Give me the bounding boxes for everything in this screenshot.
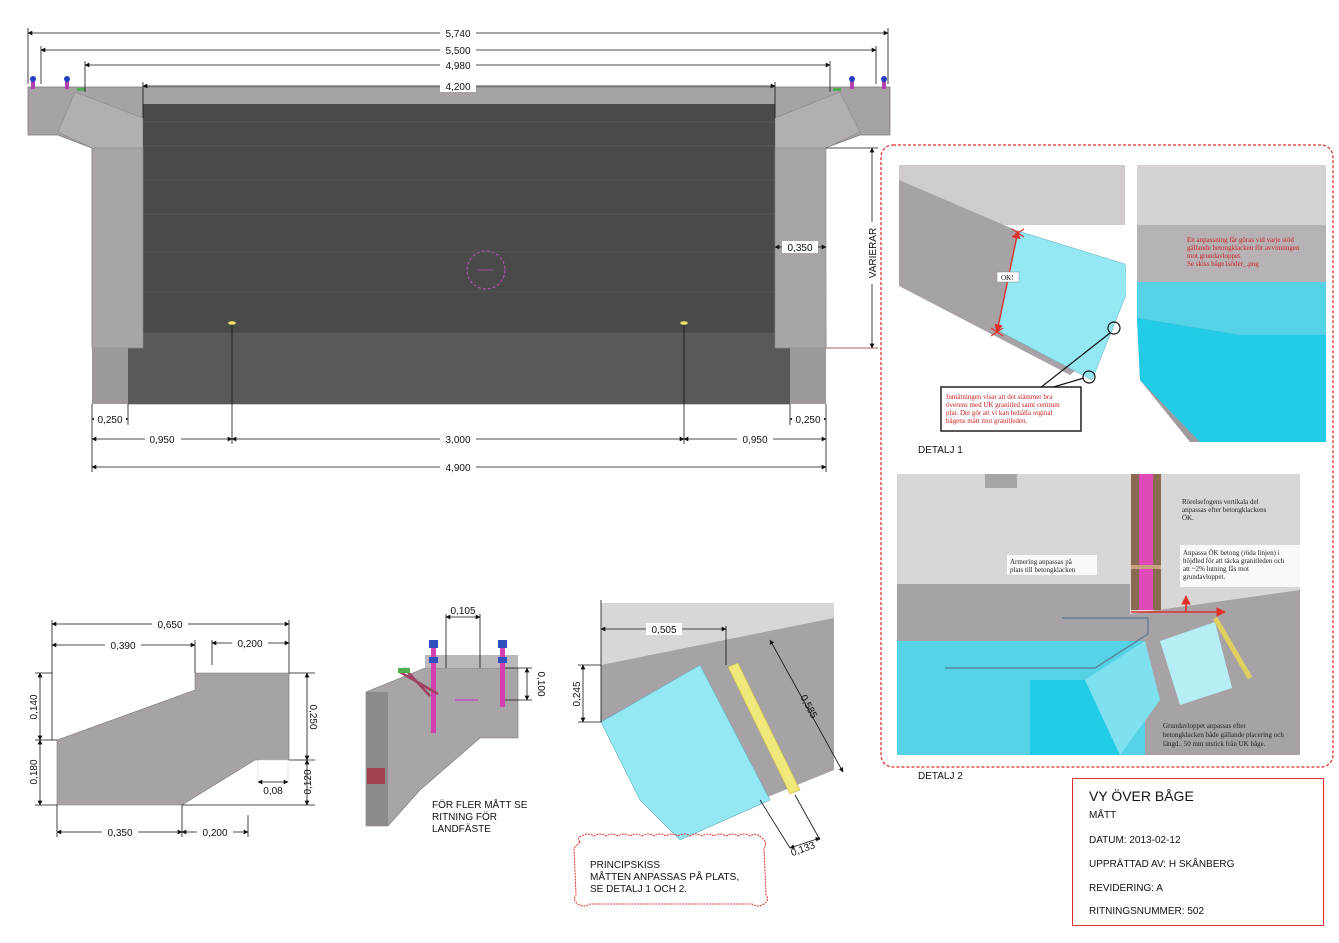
- dim-0105: 0,105: [450, 606, 475, 617]
- detail1-label: DETALJ 1: [918, 445, 963, 456]
- dim-4200: 4,200: [445, 82, 470, 93]
- dim-5500: 5,500: [445, 46, 470, 57]
- detail-cloud-border: [880, 144, 1334, 768]
- dim-0950-right: 0,950: [742, 435, 767, 446]
- detail1-note-top-3: mot grundavloppet.: [1187, 252, 1242, 260]
- title-block-subtitle: MÅTT: [1089, 810, 1117, 821]
- detail1-note-box-4: bågens mått mot granitleden.: [946, 417, 1028, 425]
- cross-section: 0,650 0,390 0,200 0,140 0,180 0,250 0,12…: [29, 618, 318, 839]
- detail2-note-concrete-2: höjdled för att täcka granitleden och: [1183, 557, 1285, 565]
- detail2-note-concrete-1: Anpassa ÖK betong (röda linjen) i: [1183, 549, 1280, 557]
- principle-sketch: 0,505 0,245 0,585 0,133 PRINCIPSKISS MÅT…: [572, 600, 844, 907]
- dim-0505: 0,505: [651, 625, 676, 636]
- detail2-note-joint-2: anpassas efter betongklackens: [1182, 506, 1267, 514]
- dim-0200-top: 0,200: [237, 639, 262, 650]
- title-block-author: UPPRÄTTAD AV: H SKÅNBERG: [1089, 859, 1235, 870]
- detail2-note-concrete-4: grundavloppet.: [1183, 573, 1225, 581]
- dim-3000: 3,000: [445, 435, 470, 446]
- detail2-note-rebar-2: plats till betongklacken: [1010, 566, 1076, 574]
- principle-note-2: MÅTTEN ANPASSAS PÅ PLATS,: [590, 870, 739, 883]
- title-block-title: VY ÖVER BÅGE: [1089, 788, 1194, 804]
- dim-0950-left: 0,950: [149, 435, 174, 446]
- principle-note-3: SE DETALJ 1 OCH 2.: [590, 884, 687, 895]
- dim-0250: 0,250: [307, 704, 318, 729]
- dim-0245: 0,245: [572, 681, 583, 706]
- dim-5740: 5,740: [445, 29, 470, 40]
- detail1-note-top-2: gällande betongklacken för avvinningen: [1187, 244, 1300, 252]
- dim-0350: 0,350: [107, 828, 132, 839]
- dim-0350-side: 0,350: [787, 243, 812, 254]
- detail1-note-box-3: plat. Det gör att vi kan behålla orginal: [946, 409, 1052, 417]
- detail2-note-concrete-3: att ~2% lutning fås mot: [1183, 565, 1249, 573]
- principle-note-1: PRINCIPSKISS: [590, 860, 660, 871]
- title-block-date: DATUM: 2013-02-12: [1089, 835, 1181, 846]
- dim-0180: 0,180: [29, 759, 40, 784]
- detail1-note-top-4: Se skiss båge1söder_.png: [1187, 260, 1259, 268]
- detail2-note-drain-3: längd.. 50 mm utstick från UK båge.: [1163, 740, 1266, 748]
- title-block-revision: REVIDERING: A: [1089, 883, 1163, 894]
- dim-4900: 4,900: [445, 463, 470, 474]
- detail2-label: DETALJ 2: [918, 771, 963, 782]
- detail2-note-drain-1: Grundavloppet anpassas efter: [1163, 722, 1246, 730]
- detail2-note-joint-3: ÖK.: [1182, 514, 1194, 522]
- detail1-note-box-1: Inmätningen visar att det stämmer bra: [946, 393, 1053, 401]
- dim-4980: 4,980: [445, 61, 470, 72]
- dim-0650: 0,650: [157, 620, 182, 631]
- dim-008: 0,08: [263, 786, 283, 797]
- detail1-ok-label: OK!: [1001, 274, 1013, 282]
- dim-0133: 0,133: [790, 840, 818, 859]
- detail2-note-joint-1: Rörelsefogens vertikala del: [1182, 498, 1259, 506]
- dim-0390: 0,390: [110, 641, 135, 652]
- main-elevation: 5,740 5,500 4,980 4,200 0,350 VARIERAR: [27, 26, 891, 474]
- detail2-note-drain-2: betongklacken både gällande placering oc…: [1163, 731, 1284, 739]
- small-detail-note-3: LANDFÄSTE: [432, 823, 491, 835]
- small-detail-note-1: FÖR FLER MÅTT SE: [432, 798, 528, 811]
- dim-0250-left: 0,250: [97, 415, 122, 426]
- dim-0140: 0,140: [29, 694, 40, 719]
- small-detail: 0,105 0,100 FÖR FLER MÅTT SE RITNING FÖR…: [365, 606, 546, 835]
- dim-varierar: VARIERAR: [868, 228, 879, 278]
- dim-0100: 0,100: [535, 671, 546, 696]
- title-block: VY ÖVER BÅGE MÅTT DATUM: 2013-02-12 UPPR…: [1072, 778, 1324, 926]
- small-detail-note-2: RITNING FÖR: [432, 811, 497, 823]
- dim-0250-right: 0,250: [795, 415, 820, 426]
- detail1-note-box-2: överens med UK granitled samt centrum: [946, 401, 1060, 409]
- title-block-drawing-number: RITNINGSNUMMER: 502: [1089, 906, 1205, 917]
- railing-post-icon: [30, 76, 887, 89]
- detail-1: OK! En anpassning får göras vid varje st…: [899, 165, 1326, 456]
- dim-0200-bottom: 0,200: [202, 828, 227, 839]
- detail2-note-rebar-1: Armering anpassas på: [1010, 558, 1073, 566]
- dim-0120: 0,120: [303, 769, 314, 794]
- detail-2: Rörelsefogens vertikala del anpassas eft…: [897, 474, 1300, 782]
- detail1-note-top-1: En anpassning får göras vid varje stöd: [1187, 236, 1294, 244]
